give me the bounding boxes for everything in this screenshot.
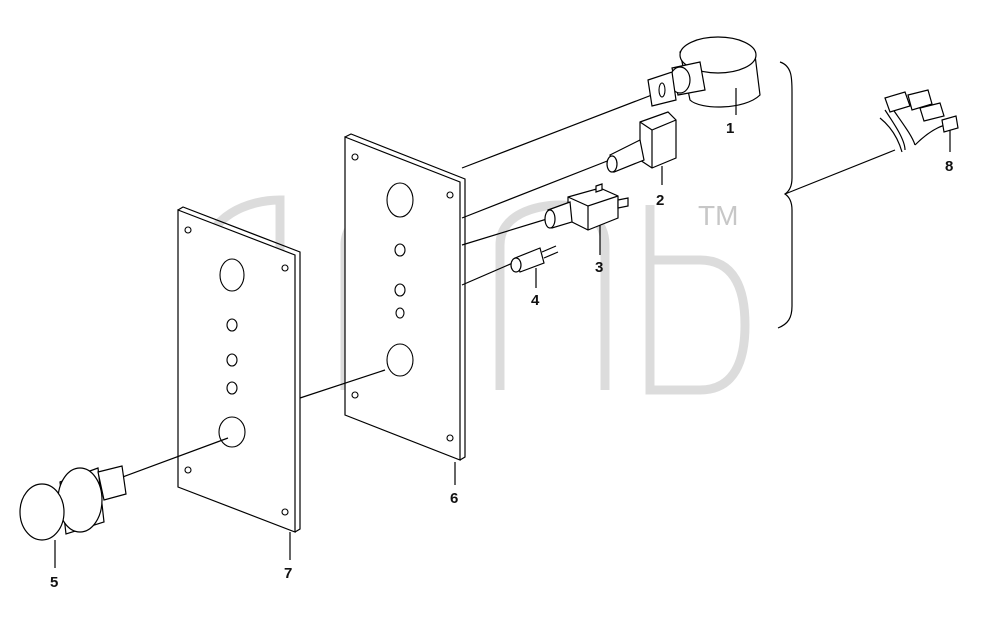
front-plate (177, 206, 301, 533)
rotary-switch (606, 111, 677, 185)
callout-1: 1 (726, 120, 734, 137)
callout-4: 4 (531, 292, 540, 309)
callouts: 1 2 3 4 5 6 7 8 (50, 120, 953, 591)
toggle-switch (544, 183, 629, 255)
assembly-lines (119, 87, 896, 479)
watermark-tm: TM (698, 200, 738, 231)
callout-7: 7 (284, 565, 292, 582)
group-brace (777, 61, 793, 329)
callout-8: 8 (945, 158, 953, 175)
callout-5: 5 (50, 574, 58, 591)
ignition-switch (647, 36, 761, 115)
callout-6: 6 (450, 490, 458, 507)
wiring-harness (879, 89, 959, 153)
push-button (19, 465, 127, 568)
rear-plate (344, 133, 466, 461)
callout-3: 3 (595, 259, 603, 276)
callout-2: 2 (656, 192, 664, 209)
indicator-lamp (510, 245, 559, 288)
